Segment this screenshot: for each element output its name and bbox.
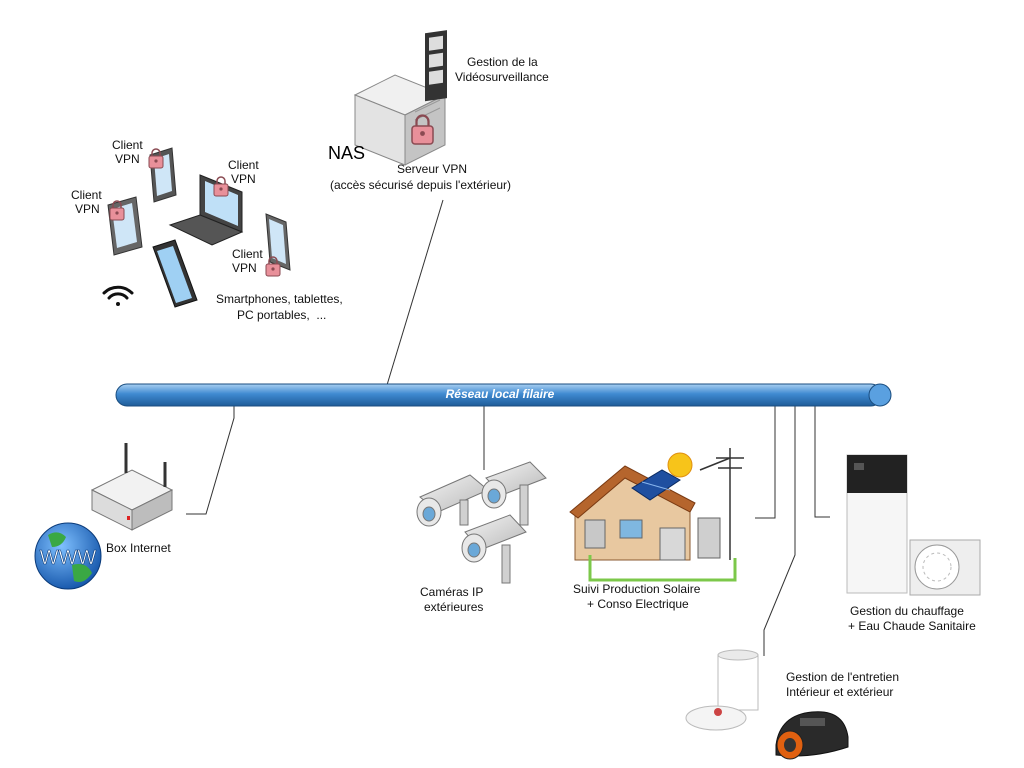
globe-icon: WWW (34, 522, 102, 590)
client-vpn-label-b2: VPN (231, 172, 256, 186)
cleaning-link (763, 404, 796, 656)
internet-box-icon (90, 443, 174, 531)
cleaning-label-line1: Gestion de l'entretien (786, 670, 900, 684)
solar-link (755, 404, 776, 519)
wifi-icon (102, 285, 134, 306)
heat-pump-icon (846, 454, 981, 596)
internet-box-label: Box Internet (106, 541, 171, 555)
camera-icon (416, 474, 489, 527)
cameras-label-line1: Caméras IP (420, 585, 484, 599)
cleaning-label-line2: Intérieur et extérieur (786, 685, 894, 699)
client-vpn-label-c1: Client (71, 188, 102, 202)
tablet-right-icon (265, 213, 291, 271)
laptop-icon (168, 174, 244, 246)
vpn-server-label: Serveur VPN (397, 162, 468, 176)
client-vpn-label-c2: VPN (75, 202, 100, 216)
solar-label-line2: + Conso Electrique (587, 597, 689, 611)
heating-label-line1: Gestion du chauffage (850, 604, 964, 618)
robot-mower-icon (775, 711, 849, 760)
camera-icon (481, 461, 547, 526)
robot-vacuum-icon (685, 649, 759, 731)
box-link (186, 404, 235, 515)
solar-label-line1: Suivi Production Solaire (573, 582, 701, 596)
client-vpn-label-b1: Client (228, 158, 259, 172)
vpn-server-sublabel: (accès sécurisé depuis l'extérieur) (330, 178, 512, 192)
ip-cameras-icon (416, 461, 547, 584)
film-strip-icon (425, 30, 447, 102)
client-vpn-label-a2: VPN (115, 152, 140, 166)
heating-link (814, 404, 830, 518)
wired-network-bus (115, 383, 892, 407)
camera-icon (461, 514, 527, 584)
video-label-line2: Vidéosurveillance (455, 70, 549, 84)
big-tablet-icon (152, 239, 198, 308)
laptop-lock-icon (213, 176, 229, 197)
client-vpn-label-a1: Client (112, 138, 143, 152)
network-bus-label: Réseau local filaire (445, 387, 555, 401)
devices-label-line1: Smartphones, tablettes, (216, 292, 343, 306)
globe-www-text: WWW (40, 547, 97, 569)
cameras-label-line2: extérieures (424, 600, 484, 614)
devices-label-line2: PC portables, ... (237, 308, 327, 322)
client-vpn-label-d1: Client (232, 247, 263, 261)
connection-lines (186, 199, 830, 656)
nas-link (386, 199, 444, 386)
client-vpn-label-d2: VPN (232, 261, 257, 275)
nas-title: NAS (328, 143, 366, 163)
heating-label-line2: + Eau Chaude Sanitaire (848, 619, 976, 633)
solar-house-icon (569, 448, 744, 582)
video-label-line1: Gestion de la (467, 55, 538, 69)
